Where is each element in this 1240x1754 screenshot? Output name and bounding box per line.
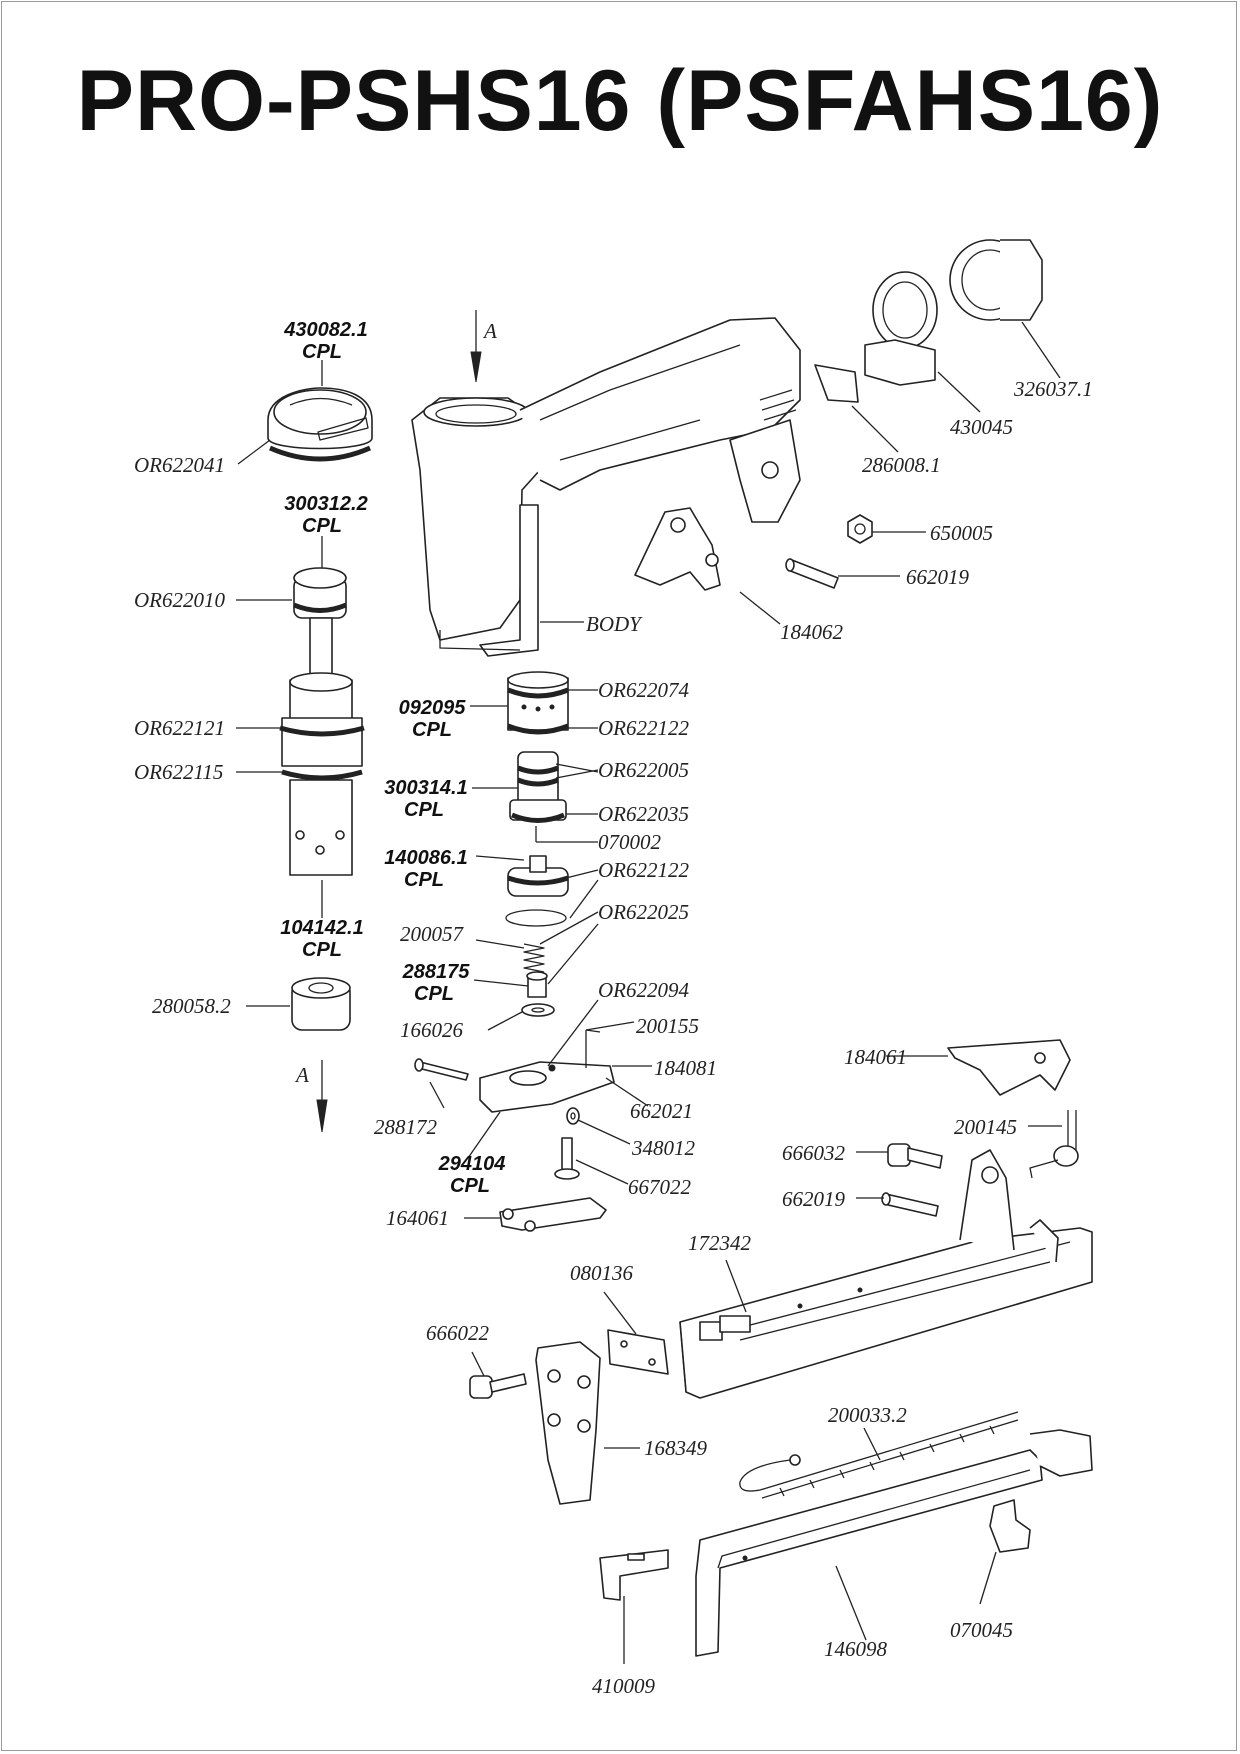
part-valve-body-294104: [479, 1029, 615, 1113]
part-spring-200033: [739, 1411, 1019, 1499]
label-cpl: CPL: [302, 341, 342, 363]
part-body: [411, 317, 801, 657]
label-140086-1: 140086.1: [384, 847, 467, 869]
part-screw-666022: [469, 1373, 527, 1399]
label-430082-1: 430082.1: [283, 319, 367, 341]
leader-lines: [236, 321, 1062, 1664]
label-410009: 410009: [592, 1674, 656, 1698]
label-OR622122-a: OR622122: [598, 716, 689, 740]
label-280058-2: 280058.2: [152, 994, 231, 1018]
label-cpl: CPL: [302, 939, 342, 961]
part-cap-430082: [267, 387, 373, 462]
label-662019-b: 662019: [782, 1187, 846, 1211]
section-arrow-bottom: A: [294, 1060, 328, 1133]
label-172342: 172342: [688, 1231, 752, 1255]
label-cpl: CPL: [414, 983, 454, 1005]
part-screw-666032: [887, 1143, 943, 1169]
label-667022: 667022: [628, 1175, 692, 1199]
label-070002: 070002: [598, 830, 662, 854]
label-288172: 288172: [374, 1115, 438, 1139]
part-yoke-430045: [864, 271, 938, 386]
label-cpl: CPL: [404, 869, 444, 891]
label-166026: 166026: [400, 1018, 464, 1042]
part-pad-286008: [814, 364, 859, 403]
part-piston-140086: [505, 855, 569, 927]
label-104142-1: 104142.1: [280, 917, 363, 939]
label-OR622025: OR622025: [598, 900, 689, 924]
label-200057: 200057: [400, 922, 465, 946]
label-200155: 200155: [636, 1014, 699, 1038]
label-OR622041: OR622041: [134, 453, 225, 477]
label-070045: 070045: [950, 1618, 1013, 1642]
label-146098: 146098: [824, 1637, 888, 1661]
part-trigger-164061: [499, 1197, 607, 1232]
part-washer-166026: [521, 1003, 555, 1017]
part-trigger-184062: [634, 507, 721, 591]
part-washer-348012: [566, 1107, 580, 1125]
label-286008-1: 286008.1: [862, 453, 941, 477]
part-nut-650005: [847, 514, 873, 544]
label-OR622122-b: OR622122: [598, 858, 689, 882]
label-294104: 294104: [438, 1153, 506, 1175]
label-300314-1: 300314.1: [384, 777, 467, 799]
part-cylinder-104142: [279, 672, 365, 876]
label-OR622010: OR622010: [134, 588, 225, 612]
part-spring-200145: [1029, 1110, 1079, 1179]
label-200033-2: 200033.2: [828, 1403, 907, 1427]
part-plate-080136: [607, 1329, 669, 1375]
part-pin-662019-a: [785, 558, 839, 589]
label-080136: 080136: [570, 1261, 634, 1285]
label-348012: 348012: [631, 1136, 696, 1160]
part-latch-184061: [947, 1039, 1071, 1096]
label-650005: 650005: [930, 521, 993, 545]
part-labels: OR622041 OR622010 OR622121 OR622115 2800…: [134, 377, 1093, 1698]
label-184061: 184061: [844, 1045, 907, 1069]
label-184081: 184081: [654, 1056, 717, 1080]
part-end-cap-326037: [949, 239, 1043, 321]
label-666032: 666032: [782, 1141, 846, 1165]
arrow-label-top: A: [482, 319, 497, 343]
label-OR622035: OR622035: [598, 802, 689, 826]
label-cpl: CPL: [412, 719, 452, 741]
label-184062: 184062: [780, 620, 844, 644]
label-cpl: CPL: [450, 1175, 490, 1197]
arrow-label-bottom: A: [294, 1063, 309, 1087]
part-clip-070045: [989, 1499, 1031, 1553]
part-magazine-172342: [679, 1149, 1093, 1399]
part-valve-300314: [509, 751, 567, 823]
label-666022: 666022: [426, 1321, 490, 1345]
label-430045: 430045: [950, 415, 1013, 439]
page-title: PRO-PSHS16 (PSFAHS16): [76, 53, 1164, 149]
label-OR622115: OR622115: [134, 760, 223, 784]
part-pusher-146098: [695, 1429, 1093, 1657]
label-cpl: CPL: [404, 799, 444, 821]
label-092095: 092095: [399, 697, 467, 719]
label-OR622094: OR622094: [598, 978, 689, 1002]
part-pin-288172: [414, 1058, 469, 1081]
part-spring-200057: [523, 943, 545, 973]
label-OR622074: OR622074: [598, 678, 689, 702]
label-168349: 168349: [644, 1436, 708, 1460]
part-pin-667022: [554, 1137, 580, 1180]
label-662019-a: 662019: [906, 565, 970, 589]
section-arrow-top: A: [470, 310, 497, 383]
part-nose-168349: [535, 1341, 601, 1505]
part-bracket-410009: [599, 1549, 669, 1601]
label-OR622121: OR622121: [134, 716, 225, 740]
part-bumper-280058: [291, 977, 351, 1031]
label-body: BODY: [586, 612, 643, 636]
label-200145: 200145: [954, 1115, 1017, 1139]
label-OR622005: OR622005: [598, 758, 689, 782]
label-288175: 288175: [402, 961, 471, 983]
label-662021: 662021: [630, 1099, 693, 1123]
assembly-labels: 430082.1 CPL 300312.2 CPL 092095 CPL 300…: [280, 319, 505, 1197]
label-300312-2: 300312.2: [284, 493, 367, 515]
part-sleeve-092095: [507, 671, 569, 735]
label-326037-1: 326037.1: [1013, 377, 1093, 401]
label-cpl: CPL: [302, 515, 342, 537]
part-pin-662019-b: [881, 1192, 939, 1217]
label-164061: 164061: [386, 1206, 449, 1230]
